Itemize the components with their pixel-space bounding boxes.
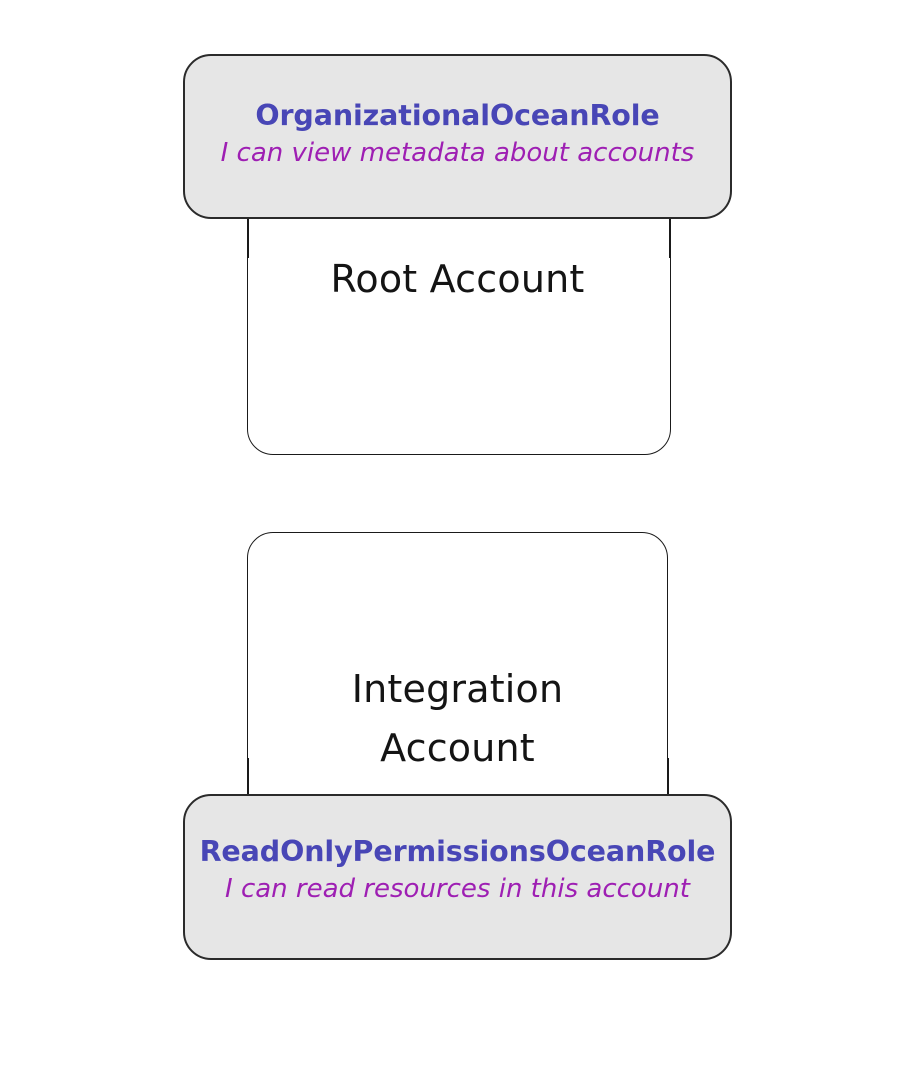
- readonly-role-text-block: ReadOnlyPermissionsOceanRole I can read …: [200, 834, 716, 905]
- integration-account-connector-left: [247, 758, 250, 800]
- readonly-permissions-ocean-role-description: I can read resources in this account: [225, 874, 690, 905]
- organizational-ocean-role-badge[interactable]: OrganizationalOceanRole I can view metad…: [183, 54, 732, 219]
- organizational-ocean-role-description: I can view metadata about accounts: [220, 137, 695, 168]
- integration-account-connector-right: [666, 758, 669, 800]
- integration-account-label: Integration Account: [351, 667, 564, 770]
- root-account-connector-left: [247, 214, 250, 258]
- readonly-permissions-ocean-role-name: ReadOnlyPermissionsOceanRole: [199, 835, 716, 869]
- organizational-ocean-role-name: OrganizationalOceanRole: [255, 98, 660, 132]
- root-account-connector-right: [669, 214, 672, 258]
- organizational-role-text-block: OrganizationalOceanRole I can view metad…: [221, 98, 695, 169]
- root-account-label: Root Account: [330, 257, 585, 301]
- readonly-permissions-ocean-role-badge[interactable]: ReadOnlyPermissionsOceanRole I can read …: [183, 794, 732, 960]
